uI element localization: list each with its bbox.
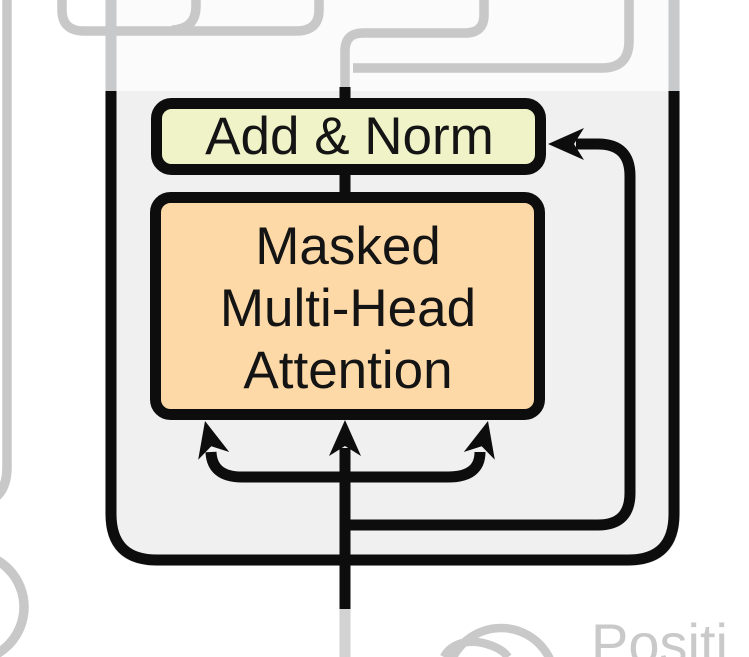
- attention-label-line-1: Masked: [255, 216, 441, 276]
- positional-encoding-sine-icon: [440, 637, 512, 657]
- faded-overlay-band: [105, 0, 680, 92]
- qkv-branch-line: [205, 451, 486, 483]
- center-input-arrowhead-icon: [329, 420, 361, 456]
- faded-block-borders: [105, 0, 680, 93]
- arrowheads: [198, 128, 584, 460]
- add-norm-box: [151, 98, 546, 175]
- positional-encoding-label-partial: Positi: [591, 612, 728, 657]
- faded-background-lines: [0, 0, 634, 657]
- faded-encoder-path: [353, 0, 634, 73]
- positional-encoding-symbol: [440, 623, 554, 657]
- right-branch-arrowhead-icon: [463, 421, 495, 460]
- attention-label-line-2: Multi-Head: [219, 278, 477, 338]
- masked-multi-head-attention-box: [150, 192, 545, 420]
- decoder-block-outline: [105, 91, 680, 566]
- masked-multi-head-attention-label: Masked Multi-Head Attention: [162, 202, 534, 415]
- left-branch-arrowhead-icon: [198, 421, 230, 460]
- faded-left-circle: [0, 556, 29, 657]
- faded-output-path: [340, 0, 489, 93]
- positional-encoding-circle: [448, 623, 554, 657]
- faded-top-left-corner: [171, 0, 201, 35]
- faded-left-line: [0, 0, 12, 500]
- decoder-block-lines: [105, 87, 680, 612]
- residual-arrowhead-icon: [548, 128, 584, 160]
- residual-connection-line: [345, 138, 636, 531]
- faded-top-left-shape: [57, 0, 324, 36]
- add-norm-label: Add & Norm: [205, 107, 494, 166]
- attention-label-line-3: Attention: [243, 340, 453, 400]
